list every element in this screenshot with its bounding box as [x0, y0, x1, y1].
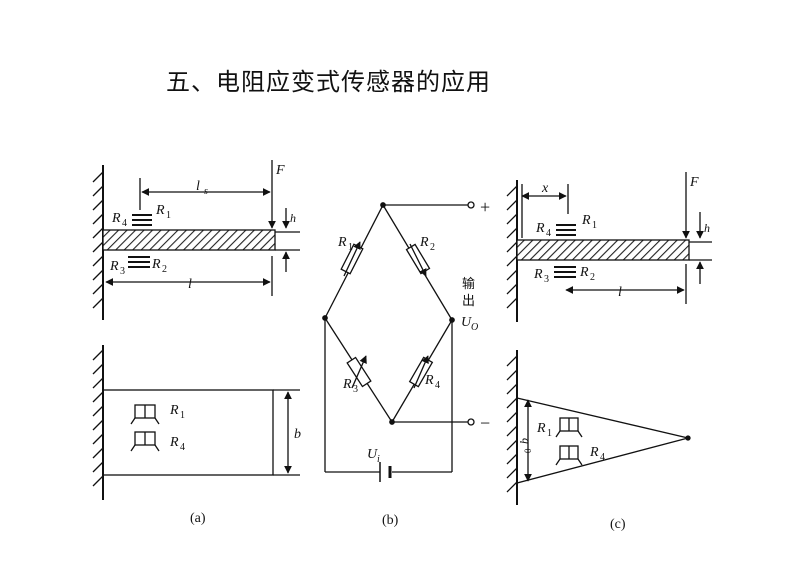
labels-b: R 1 R 2 R 3 R 4 + − 输 出 U O U i (b)	[337, 197, 490, 528]
label-r2-sub-b: 2	[430, 242, 435, 253]
battery-symbol	[379, 462, 392, 482]
caption-b: (b)	[382, 513, 399, 528]
label-r4-plan-sub-a: 4	[180, 442, 185, 453]
gauge-symbol-r4-c	[555, 445, 583, 466]
label-output-char-2: 出	[462, 293, 475, 308]
label-ls-sub-a: s	[204, 186, 208, 197]
label-r3-sub-b: 3	[353, 384, 358, 395]
label-r4-top-a: R	[111, 211, 121, 226]
label-plus: +	[480, 197, 490, 217]
terminal-plus	[467, 201, 475, 209]
label-b-a: b	[294, 427, 301, 442]
label-uo: U	[461, 315, 472, 330]
label-r4-top-sub-c: 4	[546, 228, 551, 239]
label-force-a: F	[275, 163, 285, 178]
label-h-a: h	[290, 211, 296, 225]
label-r3-bottom-sub-a: 3	[120, 266, 125, 277]
label-r1-plan-c: R	[536, 421, 546, 436]
beam-c	[516, 239, 690, 261]
label-r4-plan-a: R	[169, 435, 179, 450]
label-r1-top-sub-a: 1	[166, 210, 171, 221]
label-r1-plan-a: R	[169, 403, 179, 418]
label-l-a: l	[188, 277, 192, 292]
label-b0-sub-c: 0	[523, 448, 533, 453]
label-ui: U	[367, 447, 378, 462]
label-r3-b: R	[342, 377, 352, 392]
label-r3-bottom-c: R	[533, 267, 543, 282]
wall-a-bottom	[92, 345, 104, 500]
diagram-b	[322, 201, 475, 482]
label-force-c: F	[689, 175, 699, 190]
label-r2-b: R	[419, 235, 429, 250]
gauge-symbol-r1-a	[130, 404, 160, 425]
label-r2-bottom-sub-a: 2	[162, 264, 167, 275]
label-b0-c: b	[517, 438, 531, 444]
diagram-c	[506, 172, 712, 505]
caption-c: (c)	[610, 517, 626, 532]
labels-a: F l s l h b R 4 R 1 R 3 R 2 R 1 R 4 (a)	[109, 163, 301, 526]
label-r1-plan-sub-a: 1	[180, 410, 185, 421]
labels-c: F x l h b 0 R 4 R 1 R 3 R 2 R 1 R 4 (c)	[517, 175, 710, 532]
label-minus: −	[480, 413, 490, 433]
page-title: 五、电阻应变式传感器的应用	[166, 68, 491, 96]
label-r2-bottom-a: R	[151, 257, 161, 272]
label-r3-bottom-sub-c: 3	[544, 274, 549, 285]
wall-c-bottom	[506, 350, 518, 505]
wall-a-top	[92, 165, 104, 320]
plan-view-a	[102, 389, 274, 476]
label-r1-sub-b: 1	[348, 242, 353, 253]
label-r4-top-sub-a: 4	[122, 218, 127, 229]
diagram-a	[92, 160, 300, 500]
label-r3-bottom-a: R	[109, 259, 119, 274]
label-r1-plan-sub-c: 1	[547, 428, 552, 439]
beam-a	[102, 229, 276, 251]
plan-view-c	[516, 397, 689, 484]
label-r4-sub-b: 4	[435, 380, 440, 391]
label-ls-a: l	[196, 179, 200, 194]
label-r1-top-c: R	[581, 213, 591, 228]
gauge-symbol-r4-a	[130, 431, 160, 452]
label-output-char-1: 输	[462, 276, 475, 291]
label-r2-bottom-sub-c: 2	[590, 272, 595, 283]
label-h-c: h	[704, 221, 710, 235]
terminal-minus	[467, 418, 475, 426]
wall-c-top	[506, 180, 518, 322]
label-r1-top-a: R	[155, 203, 165, 218]
label-r2-bottom-c: R	[579, 265, 589, 280]
label-uo-sub: O	[471, 322, 478, 333]
label-x-c: x	[541, 181, 549, 196]
label-ui-sub: i	[377, 454, 380, 465]
label-r1-b: R	[337, 235, 347, 250]
label-r4-plan-sub-c: 4	[600, 452, 605, 463]
caption-a: (a)	[190, 511, 206, 526]
label-r1-top-sub-c: 1	[592, 220, 597, 231]
label-l-c: l	[618, 285, 622, 300]
gauge-symbol-r1-c	[555, 417, 583, 438]
label-r4-b: R	[424, 373, 434, 388]
label-r4-plan-c: R	[589, 445, 599, 460]
label-r4-top-c: R	[535, 221, 545, 236]
